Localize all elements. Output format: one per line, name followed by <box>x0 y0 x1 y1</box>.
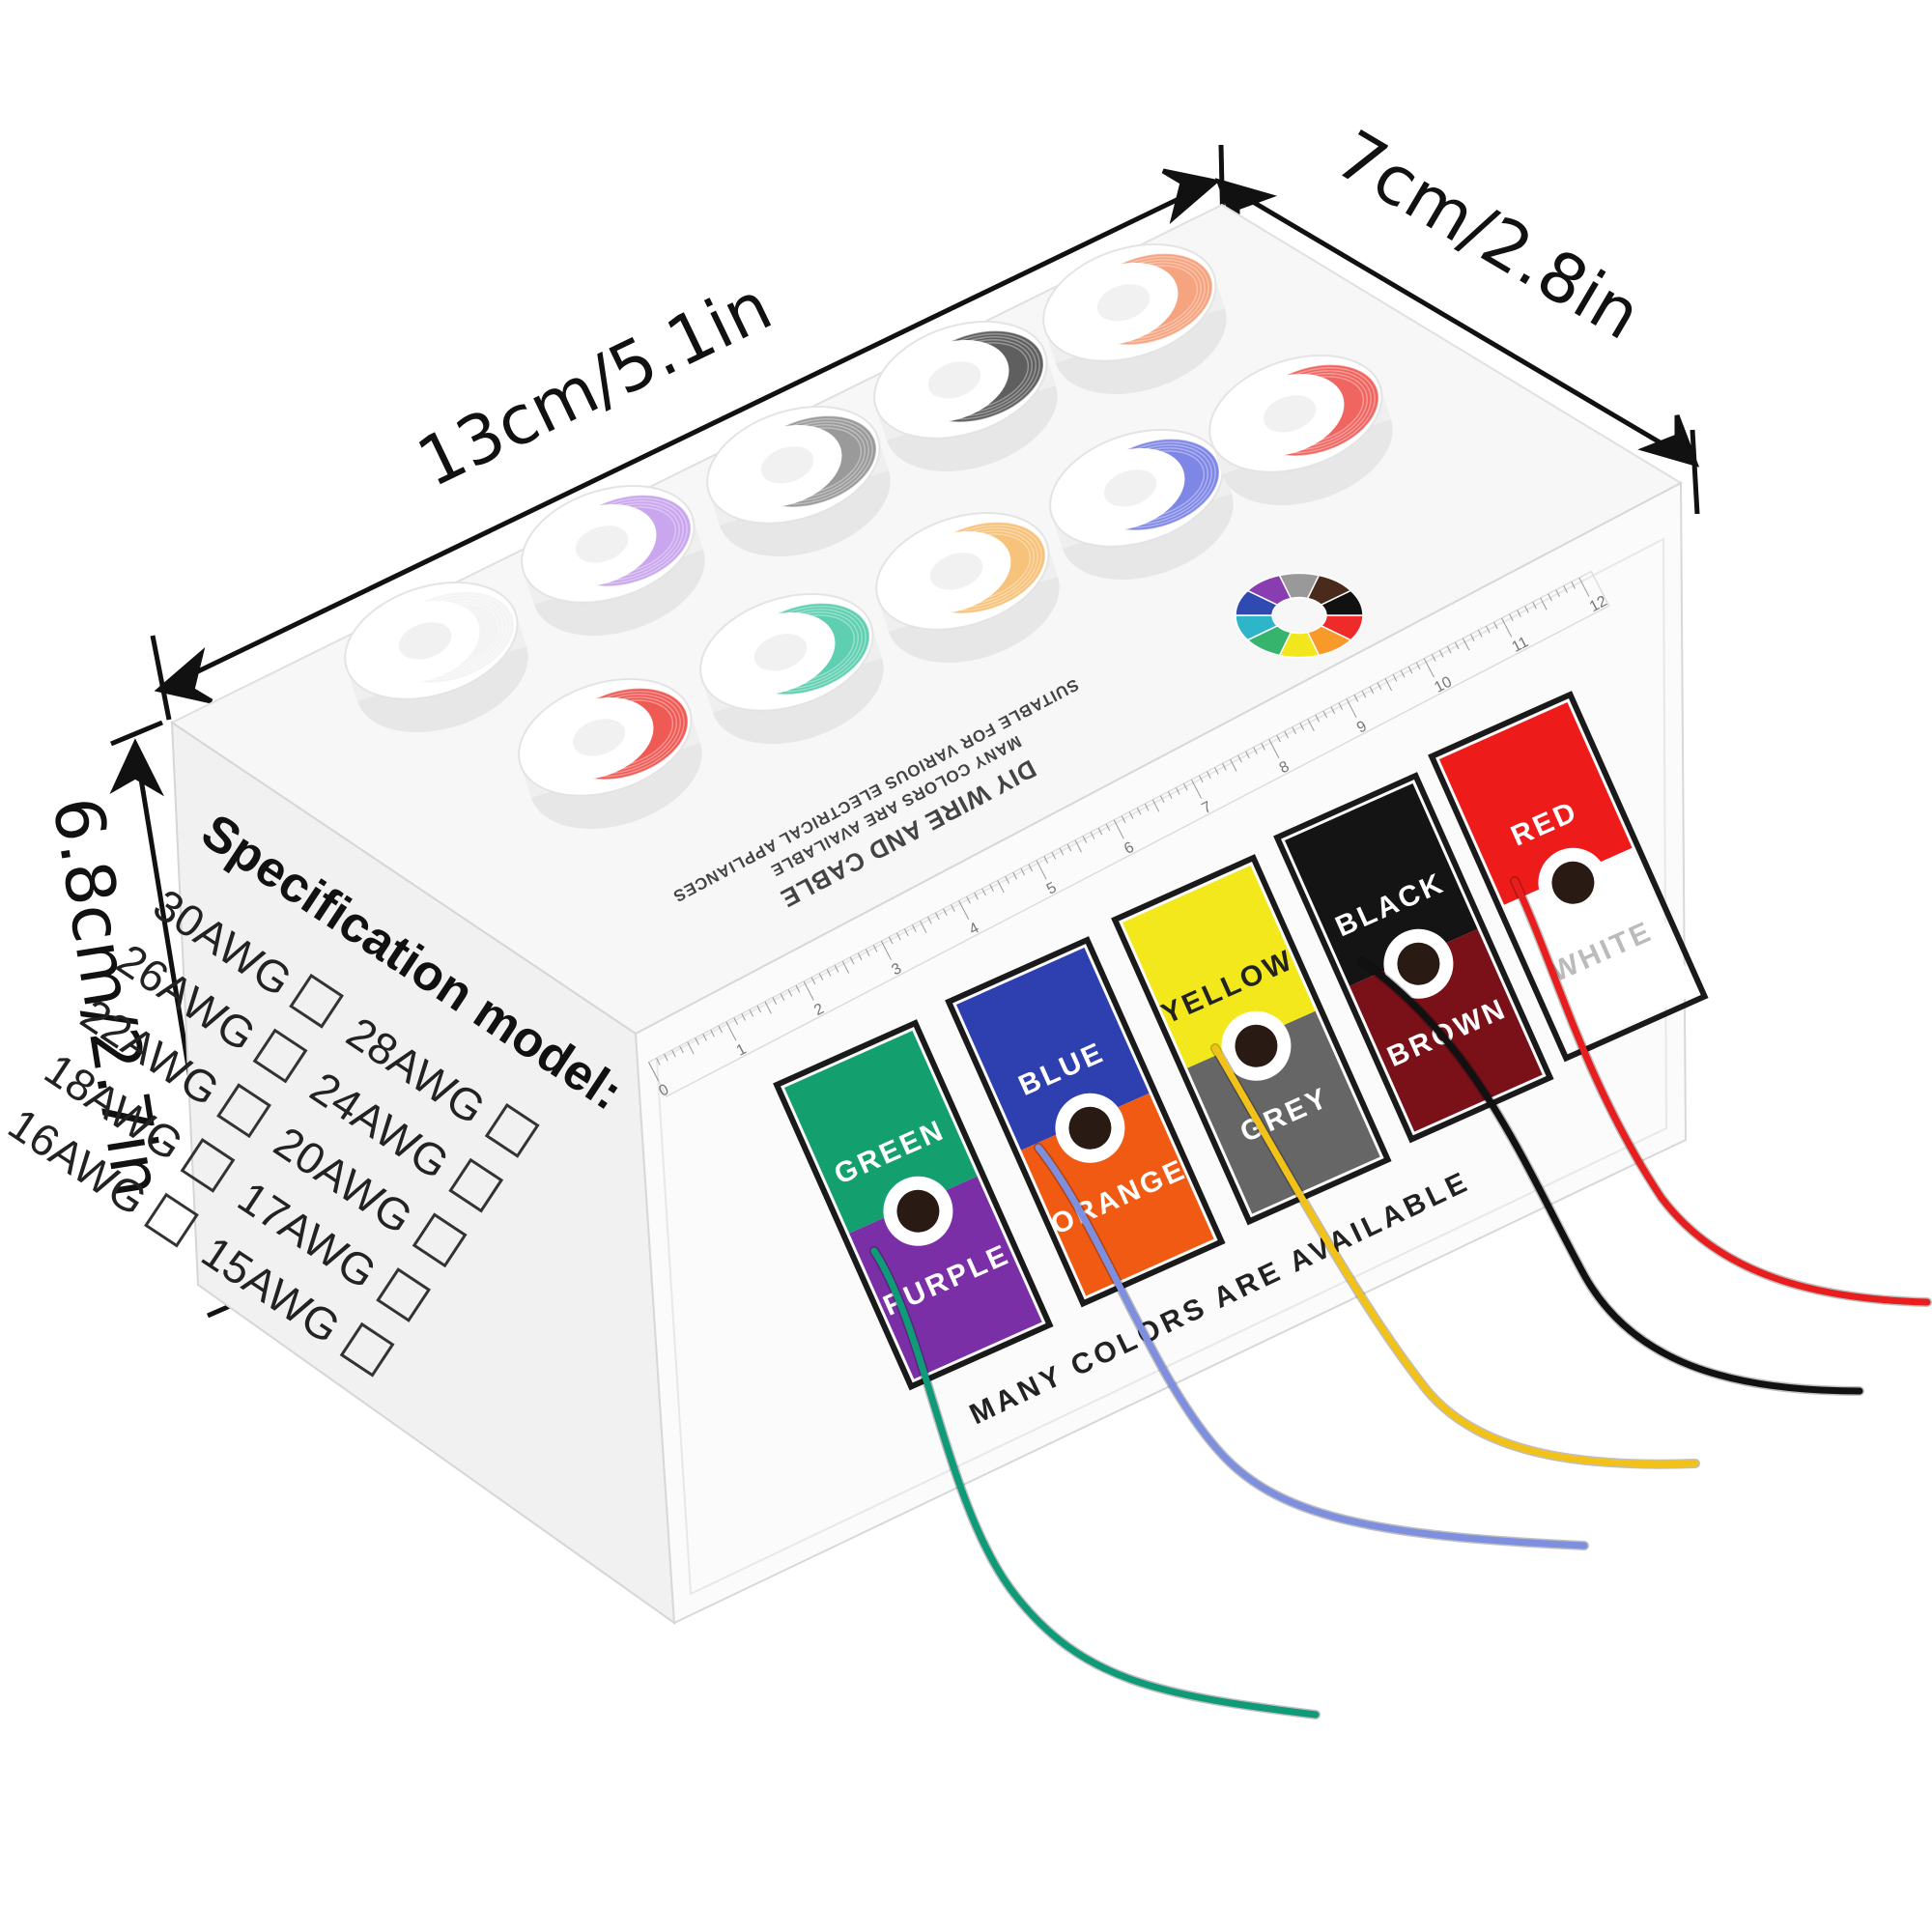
spec-checkbox[interactable] <box>484 1102 540 1158</box>
ruler-number: 10 <box>1432 673 1455 696</box>
wire-strand <box>1511 877 1931 1306</box>
height-tick-top <box>110 720 163 747</box>
spec-checkbox[interactable] <box>216 1083 271 1139</box>
wire-spool <box>1208 354 1393 505</box>
wire-spool <box>518 677 702 829</box>
spec-checkbox[interactable] <box>339 1321 395 1378</box>
length-arrow-head-right <box>1161 168 1221 225</box>
wire-hole <box>1397 942 1440 985</box>
color-panels: GREENPURPLEBLUEORANGEYELLOWGREYBLACKBROW… <box>773 691 1709 1391</box>
length-arrow-head-left <box>154 647 213 704</box>
wire-hole <box>1068 1106 1112 1150</box>
spec-checkbox[interactable] <box>412 1212 468 1268</box>
wire-strand <box>870 1247 1320 1719</box>
wire-spool <box>344 581 528 732</box>
wire-spool <box>521 484 705 636</box>
color-wheel-segment <box>1320 589 1364 616</box>
ruler-number: 12 <box>1587 593 1610 615</box>
box-front-inner-border <box>655 537 1668 1596</box>
spec-checkbox[interactable] <box>252 1028 308 1084</box>
ruler-number: 11 <box>1510 634 1532 656</box>
spec-checkbox[interactable] <box>448 1157 504 1213</box>
wire-spool <box>699 592 884 744</box>
wire-spool <box>873 320 1058 471</box>
height-arrow-head-top <box>109 738 164 797</box>
wire-hole <box>1551 861 1595 904</box>
spool-group <box>344 242 1393 829</box>
width-tick-right <box>1690 429 1700 515</box>
wire-hole <box>896 1189 940 1233</box>
width-arrow-head-right <box>1637 414 1700 468</box>
spec-checkbox[interactable] <box>180 1137 236 1193</box>
wire-spool <box>1049 428 1234 580</box>
wire-spool <box>706 405 891 556</box>
wire-spool <box>875 511 1060 663</box>
wire-hole <box>1235 1024 1278 1067</box>
wire-spool <box>1042 242 1227 394</box>
spec-checkbox[interactable] <box>144 1192 199 1248</box>
wire-strand <box>1211 1044 1699 1468</box>
spec-checkbox[interactable] <box>376 1267 432 1322</box>
wire-strand <box>1358 957 1863 1395</box>
color-wheel-icon <box>1235 572 1364 659</box>
length-tick-left <box>150 635 172 721</box>
wire-strand <box>1035 1144 1588 1549</box>
length-arrow-line <box>170 185 1205 687</box>
spec-checkbox[interactable] <box>289 973 344 1029</box>
width-arrow-line <box>1230 186 1685 459</box>
wires <box>869 876 1932 1719</box>
